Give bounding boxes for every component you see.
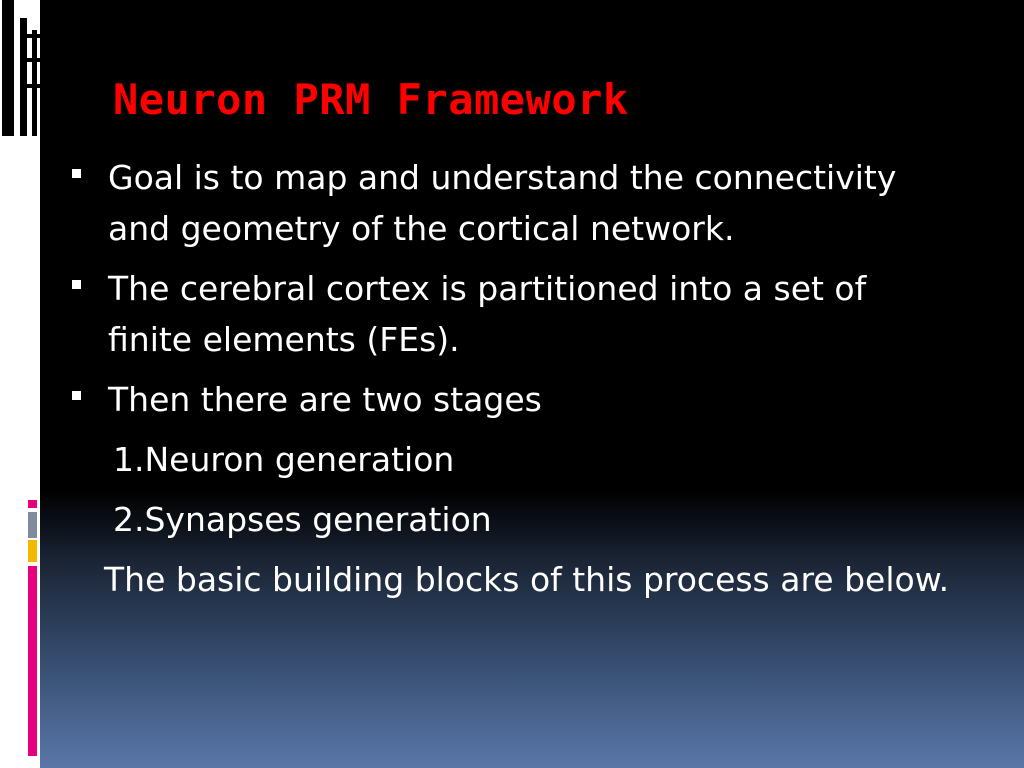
closing-paragraph: The basic building blocks of this proces… [104, 560, 950, 599]
decor-accent-yellow [28, 540, 37, 562]
square-bullet-icon [72, 169, 81, 178]
bullet-item-partition: The cerebral cortex is partitioned into … [70, 263, 950, 365]
step-neuron-generation: 1.Neuron generation [113, 440, 455, 479]
bullet-text: Then there are two stages [108, 380, 542, 419]
bullet-text: Goal is to map and understand the connec… [108, 158, 897, 248]
decor-accent-pink-small [28, 500, 37, 508]
decor-block-top-1 [2, 0, 14, 136]
decor-line-2 [20, 58, 40, 62]
bullet-item-goal: Goal is to map and understand the connec… [70, 152, 950, 254]
decor-block-top-2 [20, 18, 27, 136]
decor-accent-pink [28, 566, 37, 756]
decor-accent-gray [28, 512, 37, 538]
bullet-text: The cerebral cortex is partitioned into … [108, 269, 867, 359]
decor-line-3 [20, 84, 40, 88]
square-bullet-icon [72, 280, 81, 289]
bullet-item-stages: Then there are two stages [70, 374, 950, 425]
slide-body: Goal is to map and understand the connec… [70, 152, 950, 614]
slide-title: Neuron PRM Framework [113, 75, 629, 124]
step-synapses-generation: 2.Synapses generation [113, 500, 492, 539]
decor-block-top-3 [32, 30, 37, 136]
square-bullet-icon [72, 391, 81, 400]
decor-line-1 [20, 34, 40, 38]
